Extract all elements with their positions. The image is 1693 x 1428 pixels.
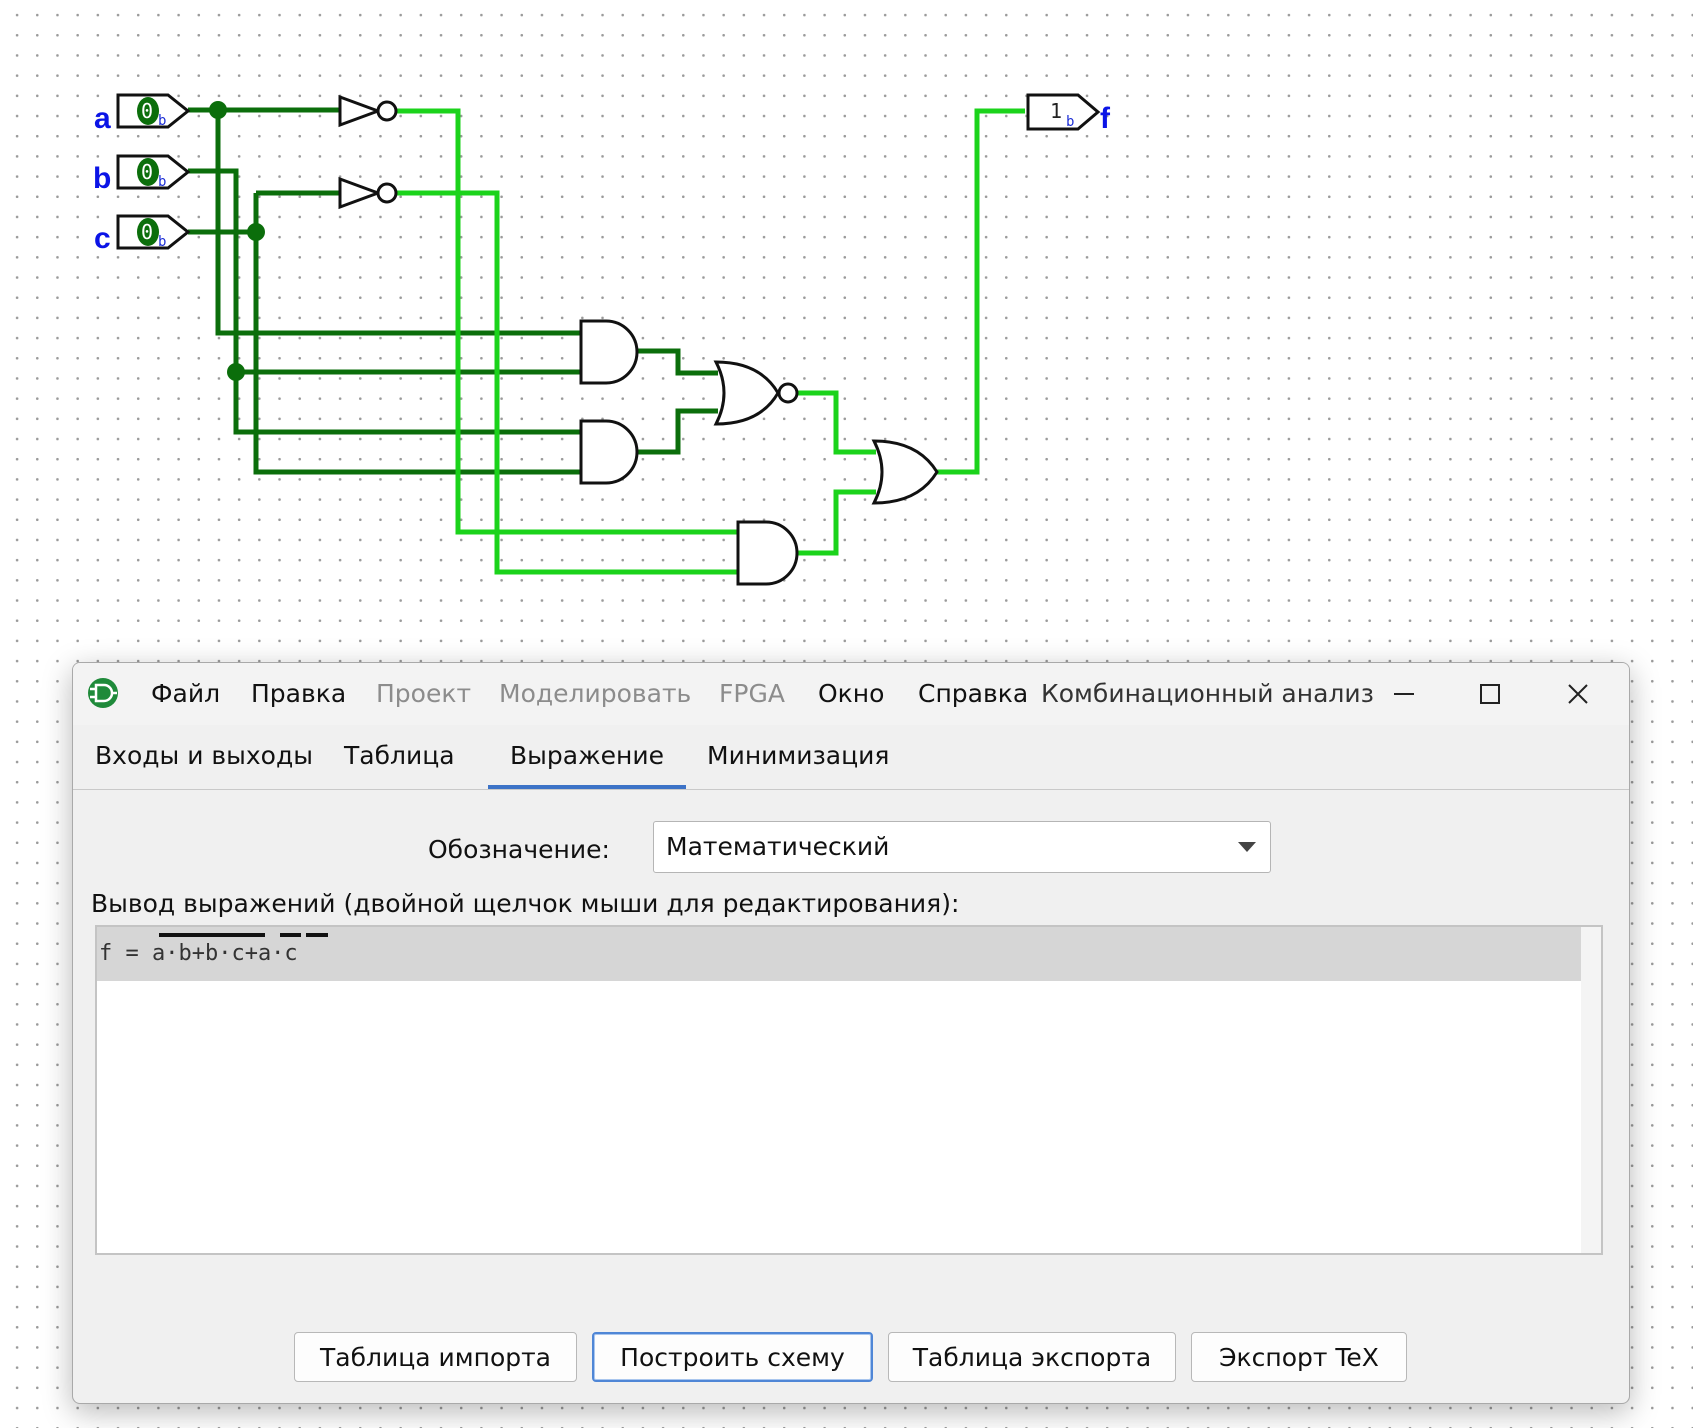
expression-overbar-c (306, 933, 328, 937)
input-pin-a[interactable]: 0 b (116, 93, 191, 129)
logisim-app-icon (88, 678, 118, 708)
pin-a-value: 0 (141, 99, 153, 123)
export-table-button[interactable]: Таблица экспорта (888, 1332, 1176, 1382)
chevron-down-icon (1238, 842, 1256, 852)
pin-b-radix: b (158, 174, 166, 190)
menu-simulate[interactable]: Моделировать (499, 679, 692, 708)
export-tex-button[interactable]: Экспорт TeX (1191, 1332, 1407, 1382)
pin-f-radix: b (1066, 114, 1074, 130)
minimize-button[interactable] (1361, 663, 1447, 725)
pin-c-value: 0 (141, 220, 153, 244)
tab-inputs-outputs[interactable]: Входы и выходы (95, 741, 313, 770)
expression-output-label: Вывод выражений (двойной щелчок мыши для… (91, 889, 960, 918)
expression-overbar-b (280, 933, 301, 937)
input-pin-c[interactable]: 0 b (116, 214, 191, 250)
notation-label: Обозначение: (428, 835, 610, 864)
and-gate-1[interactable] (579, 319, 639, 385)
tab-table[interactable]: Таблица (344, 741, 455, 770)
menu-project[interactable]: Проект (376, 679, 472, 708)
expression-list[interactable]: f = a·b+b·c+a·c (95, 925, 1603, 1255)
input-pin-b[interactable]: 0 b (116, 154, 191, 190)
and-gate-2[interactable] (579, 419, 639, 485)
menu-file[interactable]: Файл (151, 679, 221, 708)
maximize-button[interactable] (1447, 663, 1533, 725)
close-button[interactable] (1535, 663, 1621, 725)
expression-row[interactable]: f = a·b+b·c+a·c (97, 927, 1583, 981)
high-wires (397, 108, 1025, 575)
expression-overbar-long (159, 933, 265, 937)
build-circuit-button[interactable]: Построить схему (592, 1332, 873, 1382)
pin-b-value: 0 (141, 160, 153, 184)
pin-a-radix: b (158, 113, 166, 129)
window-title: Комбинационный анализ (1041, 679, 1374, 708)
vertical-scrollbar[interactable] (1581, 927, 1601, 1253)
low-wires (188, 107, 718, 475)
menu-edit[interactable]: Правка (251, 679, 347, 708)
not-gate-a[interactable] (338, 94, 398, 128)
nor-gate[interactable] (713, 360, 799, 426)
tab-bar: Входы и выходы Таблица Выражение Минимиз… (73, 725, 1629, 790)
import-table-button[interactable]: Таблица импорта (294, 1332, 577, 1382)
input-label-a: a (94, 102, 111, 135)
notation-select-value: Математический (666, 832, 890, 861)
close-icon (1568, 684, 1588, 704)
and-gate-3[interactable] (736, 520, 799, 586)
menu-fpga[interactable]: FPGA (719, 679, 785, 708)
output-pin-f[interactable]: 1 b (1026, 93, 1101, 131)
or-gate[interactable] (871, 439, 939, 505)
input-label-b: b (93, 162, 111, 195)
circuit-canvas[interactable]: 0 b a 0 b b 0 b c (0, 0, 1693, 660)
menu-window[interactable]: Окно (818, 679, 885, 708)
output-label-f: f (1100, 102, 1111, 135)
title-bar[interactable]: Файл Правка Проект Моделировать FPGA Окн… (73, 663, 1629, 725)
wire-junctions (209, 101, 265, 381)
combinational-analysis-window[interactable]: Файл Правка Проект Моделировать FPGA Окн… (72, 662, 1630, 1404)
menu-help[interactable]: Справка (918, 679, 1029, 708)
pin-f-value: 1 (1050, 99, 1062, 123)
maximize-icon (1480, 684, 1500, 704)
not-gate-c[interactable] (338, 176, 398, 210)
tab-minimization[interactable]: Минимизация (707, 741, 890, 770)
notation-select[interactable]: Математический (653, 821, 1271, 873)
tab-expression[interactable]: Выражение (488, 725, 686, 789)
minimize-icon (1394, 693, 1414, 695)
pin-c-radix: b (158, 234, 166, 250)
input-label-c: c (94, 222, 111, 255)
expression-text: f = a·b+b·c+a·c (99, 941, 298, 966)
